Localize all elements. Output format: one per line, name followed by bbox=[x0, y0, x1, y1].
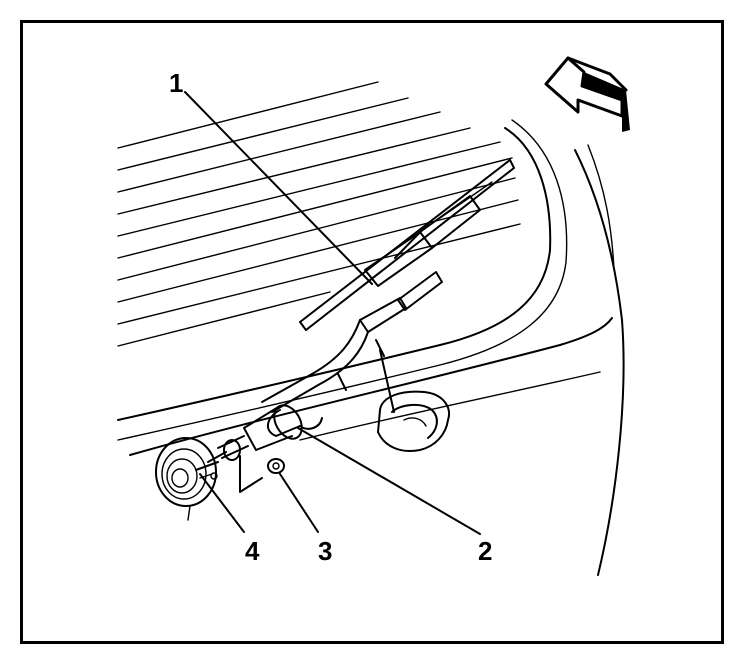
bracket-line bbox=[239, 455, 263, 493]
wiper-motor-housing bbox=[377, 349, 450, 452]
pivot-shaft bbox=[207, 435, 249, 463]
wiper-arm bbox=[261, 271, 443, 437]
callout-1: 1 bbox=[169, 68, 183, 98]
pivot-grommet bbox=[155, 437, 219, 521]
diagram-frame bbox=[20, 20, 724, 644]
body-panel-line-lower bbox=[299, 371, 601, 441]
callout-2: 2 bbox=[478, 536, 492, 566]
body-panel-line bbox=[129, 317, 613, 456]
arm-cap bbox=[243, 404, 303, 451]
direction-arrow-icon bbox=[544, 56, 630, 132]
body-side-edge bbox=[574, 149, 625, 576]
callout-3: 3 bbox=[318, 536, 332, 566]
window-frame-inner bbox=[117, 119, 568, 441]
window-frame-edge bbox=[117, 127, 552, 421]
retaining-nut bbox=[267, 458, 285, 474]
wiper-blade bbox=[299, 159, 515, 331]
callout-4: 4 bbox=[245, 536, 260, 566]
body-side-edge-inner bbox=[587, 144, 615, 271]
leader-lines bbox=[184, 91, 481, 535]
rear-window-glass bbox=[117, 81, 521, 347]
